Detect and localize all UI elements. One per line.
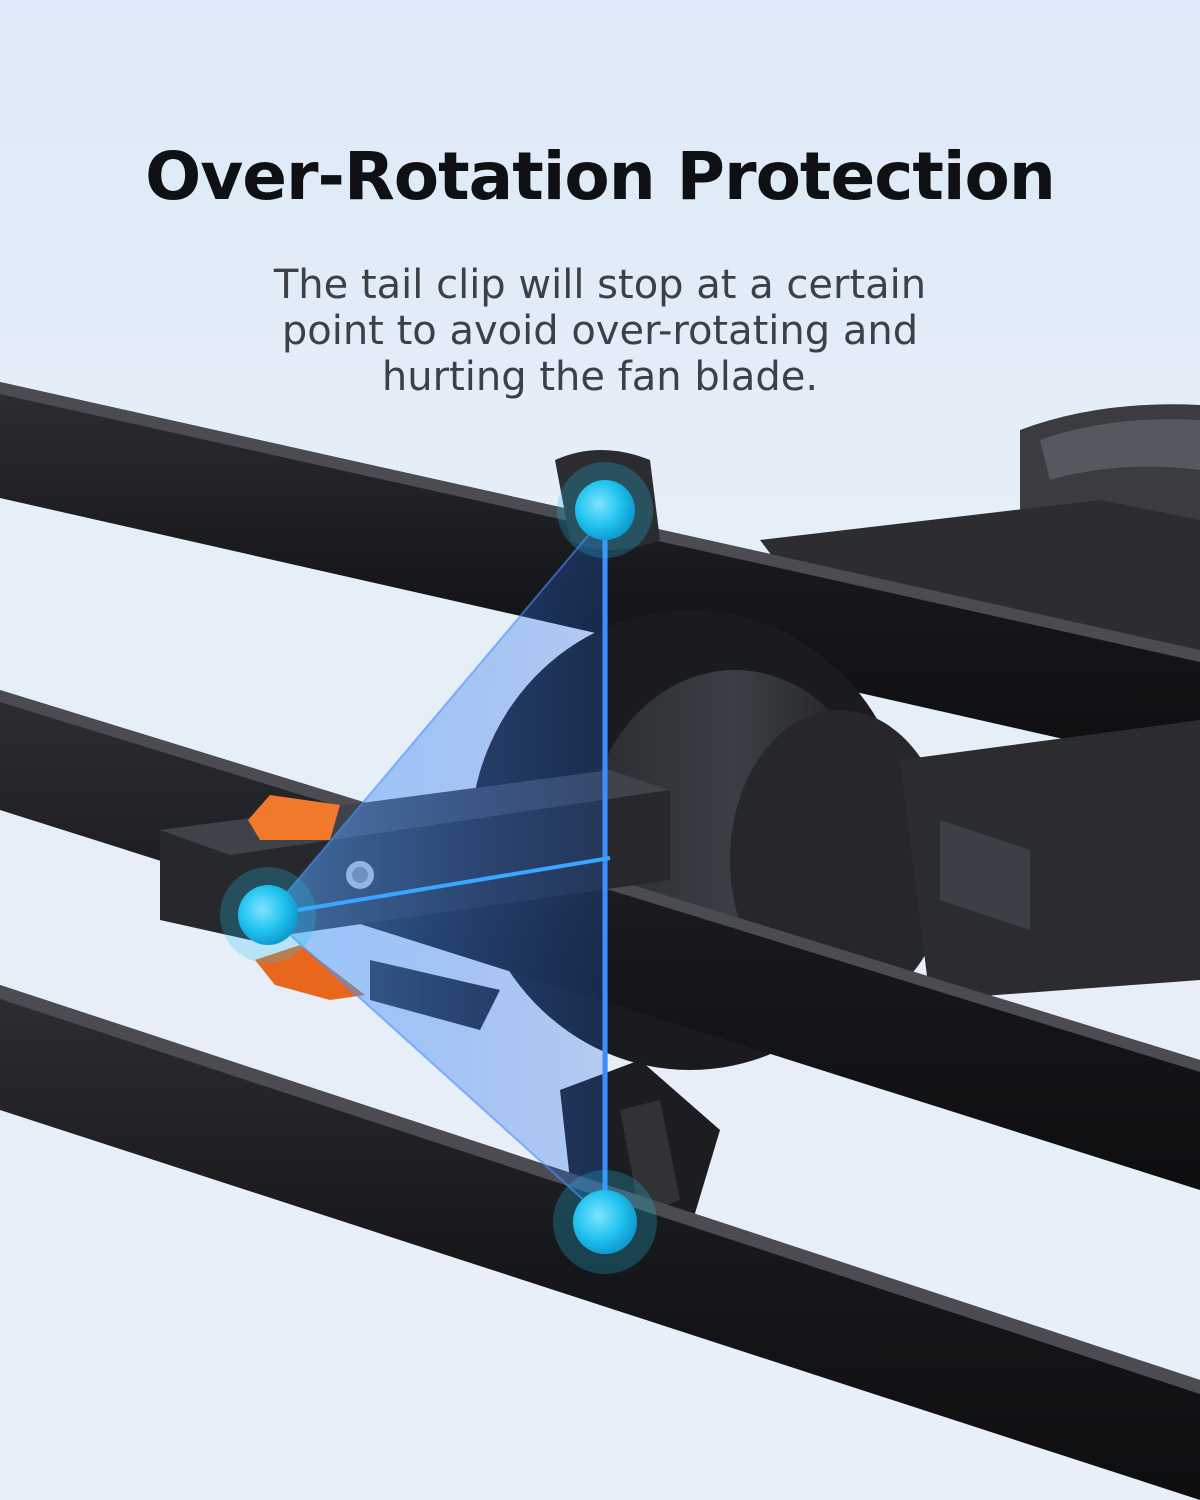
page-title: Over-Rotation Protection [145, 138, 1056, 215]
orange-stop-clip [248, 795, 365, 1000]
rotation-range-indicator [267, 511, 611, 1223]
top-stop-marker-icon [557, 462, 653, 558]
pivot-marker-icon [220, 867, 316, 963]
bottom-stop-marker-icon [553, 1170, 657, 1274]
page-description: The tail clip will stop at a certain poi… [273, 262, 927, 400]
